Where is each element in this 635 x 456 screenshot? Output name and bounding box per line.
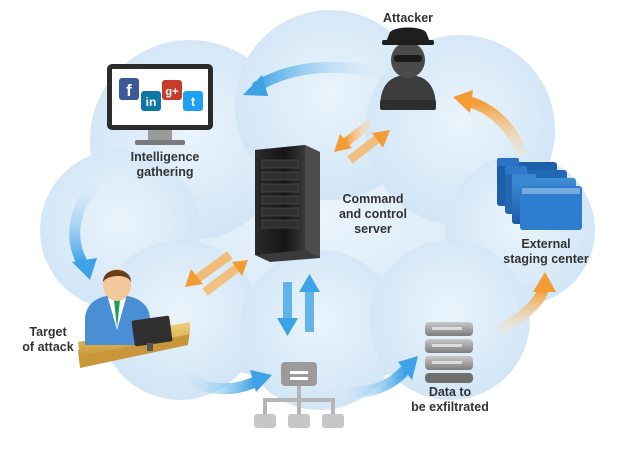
cnc-label-line1: Command	[342, 192, 404, 206]
target-label-line2: of attack	[22, 340, 74, 354]
staging-label-line1: External	[521, 237, 571, 251]
cnc-label-line2: and control	[338, 207, 408, 221]
arrows-cnc-network	[277, 274, 320, 336]
data-label-line1: Data to	[428, 385, 472, 399]
twitter-icon: t	[183, 91, 203, 111]
google-plus-icon: g+	[162, 80, 182, 100]
staging-label-line2: staging center	[503, 252, 589, 266]
svg-text:f: f	[126, 81, 132, 100]
label-intelligence-gathering: Intelligence gathering	[110, 150, 220, 180]
svg-text:in: in	[146, 95, 157, 109]
arrows-attacker-cnc	[334, 118, 390, 164]
attacker-icon	[380, 27, 436, 110]
arrow-data-to-staging	[497, 272, 556, 335]
label-command-and-control-server: Command and control server	[323, 192, 423, 237]
network-icon	[254, 362, 344, 428]
server-icon	[255, 145, 320, 262]
intelligence-label-line2: gathering	[136, 165, 194, 179]
linkedin-icon: in	[141, 91, 161, 111]
intelligence-label-line1: Intelligence	[130, 150, 200, 164]
target-user-icon	[78, 269, 190, 368]
svg-text:t: t	[191, 94, 196, 109]
arrow-staging-to-attacker	[453, 90, 528, 157]
data-label-line2: be exfiltrated	[411, 400, 489, 414]
social-icons: f in g+ t	[119, 78, 203, 111]
facebook-icon: f	[119, 78, 139, 100]
arrow-intelligence-to-target	[69, 181, 100, 280]
cnc-label-line3: server	[354, 222, 392, 236]
arrow-network-to-data	[344, 356, 418, 399]
label-external-staging-center: External staging center	[490, 237, 602, 267]
label-data-to-be-exfiltrated: Data to be exfiltrated	[398, 385, 502, 415]
arrow-target-to-network	[181, 370, 272, 395]
arrows-cnc-target	[185, 251, 248, 296]
label-attacker: Attacker	[372, 11, 444, 26]
target-label-line1: Target	[29, 325, 67, 339]
folder-icon	[497, 158, 582, 230]
database-icon	[425, 322, 473, 383]
svg-text:g+: g+	[165, 86, 178, 98]
arrow-attacker-to-intelligence	[243, 61, 377, 96]
attacker-label: Attacker	[382, 11, 434, 25]
label-target-of-attack: Target of attack	[8, 325, 88, 355]
